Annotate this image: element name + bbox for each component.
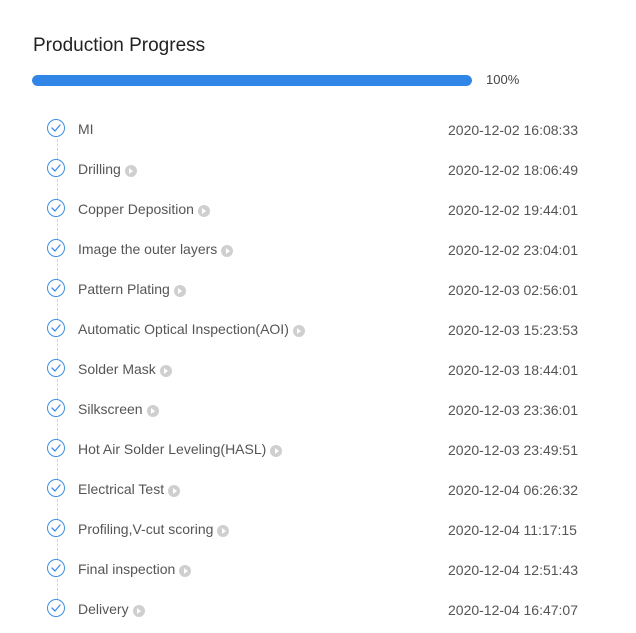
play-video-icon[interactable] (146, 404, 159, 417)
check-circle-icon (47, 599, 65, 617)
production-step: Solder Mask 2020-12-03 18:44:01 (0, 350, 636, 400)
check-circle-icon (47, 399, 65, 417)
step-name: Electrical Test (78, 481, 165, 497)
play-video-icon[interactable] (132, 604, 145, 617)
step-name: Copper Deposition (78, 201, 194, 217)
step-label-group: Pattern Plating (78, 281, 186, 297)
check-circle-icon (47, 519, 65, 537)
step-label-group: Copper Deposition (78, 201, 210, 217)
production-step: Copper Deposition 2020-12-02 19:44:01 (0, 190, 636, 240)
step-connector-line (57, 139, 58, 160)
play-video-icon[interactable] (221, 244, 234, 257)
play-video-icon[interactable] (168, 484, 181, 497)
check-circle-icon (47, 319, 65, 337)
step-connector-line (57, 419, 58, 440)
production-step: Final inspection 2020-12-04 12:51:43 (0, 550, 636, 600)
production-step: Delivery 2020-12-04 16:47:07 (0, 590, 636, 630)
production-step: Image the outer layers 2020-12-02 23:04:0… (0, 230, 636, 280)
step-connector-line (57, 579, 58, 600)
production-step: Hot Air Solder Leveling(HASL) 2020-12-03 … (0, 430, 636, 480)
progress-bar (32, 75, 472, 86)
step-label-group: MI (78, 121, 94, 137)
step-connector-line (57, 379, 58, 400)
step-label-group: Silkscreen (78, 401, 159, 417)
check-circle-icon (47, 239, 65, 257)
step-timestamp: 2020-12-03 15:23:53 (448, 322, 578, 338)
check-circle-icon (47, 559, 65, 577)
check-circle-icon (47, 439, 65, 457)
step-name: Image the outer layers (78, 241, 218, 257)
step-timestamp: 2020-12-02 18:06:49 (448, 162, 578, 178)
production-step: Drilling 2020-12-02 18:06:49 (0, 150, 636, 200)
step-label-group: Automatic Optical Inspection(AOI) (78, 321, 305, 337)
step-label-group: Profiling,V-cut scoring (78, 521, 230, 537)
step-name: MI (78, 121, 94, 137)
step-timestamp: 2020-12-04 16:47:07 (448, 602, 578, 618)
step-timestamp: 2020-12-03 18:44:01 (448, 362, 578, 378)
step-connector-line (57, 219, 58, 240)
check-circle-icon (47, 359, 65, 377)
step-name: Silkscreen (78, 401, 143, 417)
production-step: MI 2020-12-02 16:08:33 (0, 110, 636, 160)
step-connector-line (57, 179, 58, 200)
play-video-icon[interactable] (124, 164, 137, 177)
step-timestamp: 2020-12-02 19:44:01 (448, 202, 578, 218)
step-connector-line (57, 539, 58, 560)
check-circle-icon (47, 479, 65, 497)
play-video-icon[interactable] (179, 564, 192, 577)
step-connector-line (57, 499, 58, 520)
step-label-group: Hot Air Solder Leveling(HASL) (78, 441, 283, 457)
step-timestamp: 2020-12-04 11:17:15 (448, 522, 577, 538)
step-name: Delivery (78, 601, 129, 617)
step-connector-line (57, 259, 58, 280)
step-name: Solder Mask (78, 361, 156, 377)
check-circle-icon (47, 279, 65, 297)
progress-percent: 100% (486, 72, 520, 87)
play-video-icon[interactable] (173, 284, 186, 297)
production-step: Profiling,V-cut scoring 2020-12-04 11:17:… (0, 510, 636, 560)
step-connector-line (57, 339, 58, 360)
step-timestamp: 2020-12-04 06:26:32 (448, 482, 578, 498)
step-timestamp: 2020-12-04 12:51:43 (448, 562, 578, 578)
step-timestamp: 2020-12-02 23:04:01 (448, 242, 578, 258)
step-name: Pattern Plating (78, 281, 170, 297)
step-timestamp: 2020-12-02 16:08:33 (448, 122, 578, 138)
step-name: Hot Air Solder Leveling(HASL) (78, 441, 267, 457)
production-step: Electrical Test 2020-12-04 06:26:32 (0, 470, 636, 520)
step-label-group: Solder Mask (78, 361, 172, 377)
step-name: Drilling (78, 161, 121, 177)
step-label-group: Drilling (78, 161, 137, 177)
production-step: Silkscreen 2020-12-03 23:36:01 (0, 390, 636, 440)
step-name: Automatic Optical Inspection(AOI) (78, 321, 289, 337)
production-step: Pattern Plating 2020-12-03 02:56:01 (0, 270, 636, 320)
step-timestamp: 2020-12-03 23:49:51 (448, 442, 578, 458)
step-label-group: Delivery (78, 601, 145, 617)
step-name: Final inspection (78, 561, 176, 577)
step-label-group: Final inspection (78, 561, 192, 577)
step-timestamp: 2020-12-03 23:36:01 (448, 402, 578, 418)
step-name: Profiling,V-cut scoring (78, 521, 214, 537)
play-video-icon[interactable] (159, 364, 172, 377)
check-circle-icon (47, 119, 65, 137)
step-connector-line (57, 459, 58, 480)
check-circle-icon (47, 159, 65, 177)
play-video-icon[interactable] (270, 444, 283, 457)
progress-bar-fill (32, 75, 472, 86)
play-video-icon[interactable] (217, 524, 230, 537)
play-video-icon[interactable] (292, 324, 305, 337)
check-circle-icon (47, 199, 65, 217)
step-connector-line (57, 299, 58, 320)
play-video-icon[interactable] (197, 204, 210, 217)
page-title: Production Progress (33, 35, 206, 56)
step-timestamp: 2020-12-03 02:56:01 (448, 282, 578, 298)
step-label-group: Electrical Test (78, 481, 181, 497)
step-label-group: Image the outer layers (78, 241, 234, 257)
production-step: Automatic Optical Inspection(AOI) 2020-12… (0, 310, 636, 360)
